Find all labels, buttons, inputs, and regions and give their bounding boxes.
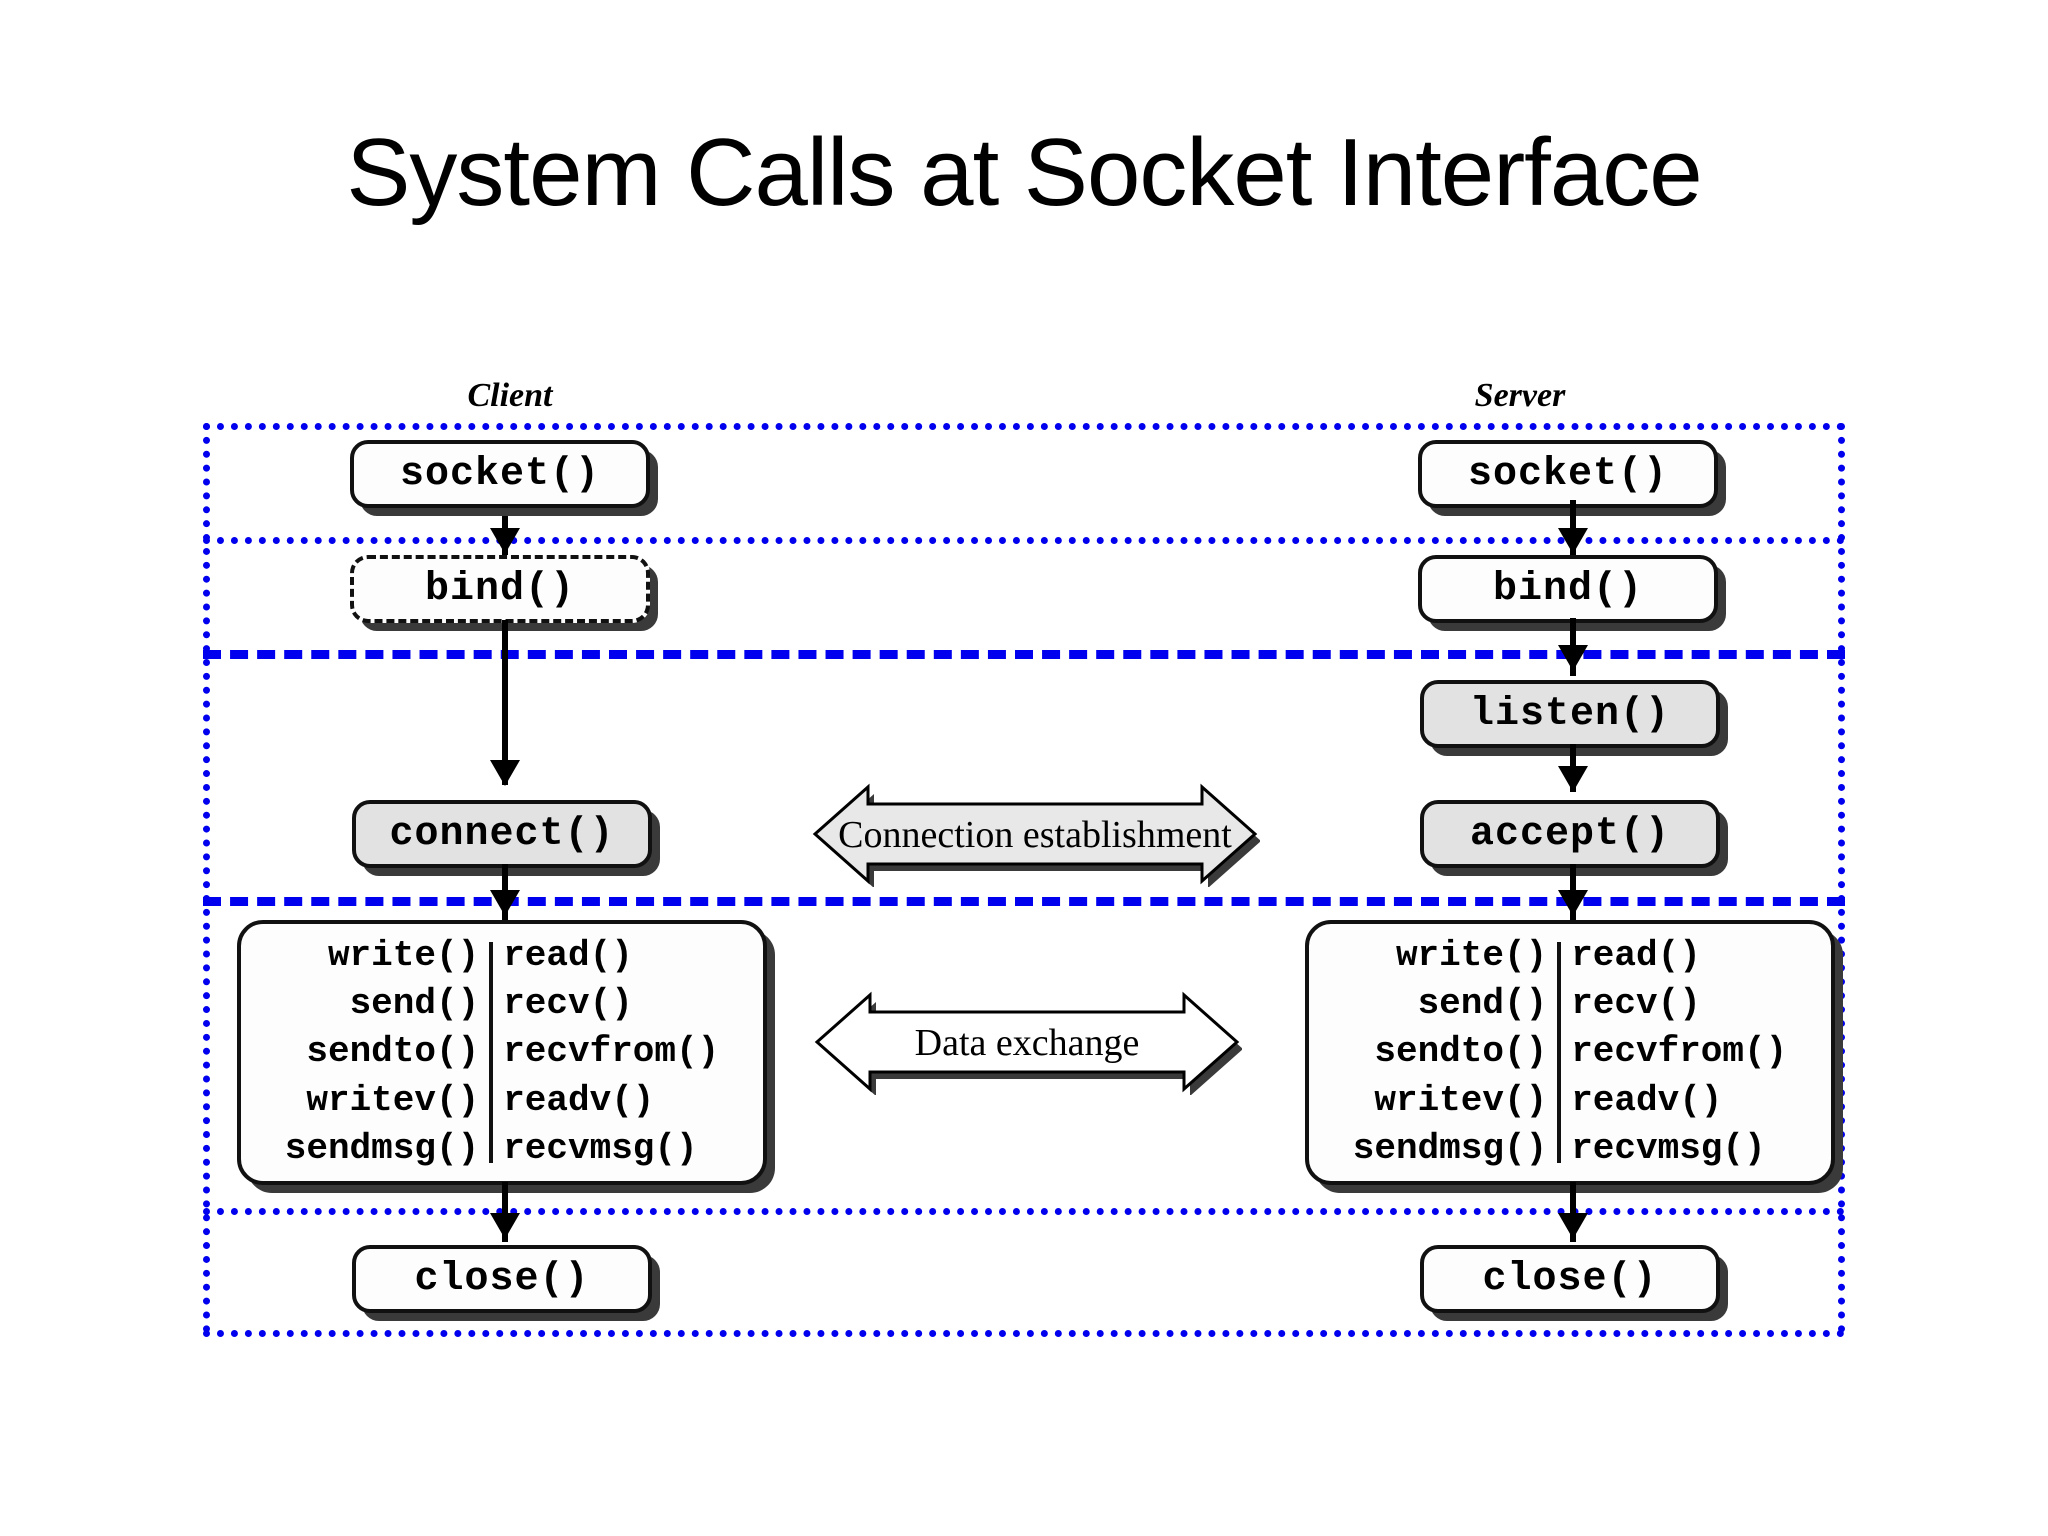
server-node-bind-label: bind() [1492,566,1644,612]
client-call-sendmsg: sendmsg() [284,1127,480,1169]
frame-divider-io-close [203,1208,1845,1215]
frame-divider-socket-bind [203,537,1845,544]
server-node-bind[interactable]: bind() [1418,555,1718,623]
client-call-send: send() [349,983,480,1025]
client-arrowhead-bind-to-connect [490,760,520,786]
column-header-server: Server [1474,377,1566,414]
server-io-calls-box[interactable]: write() send() sendto() writev() sendmsg… [1305,920,1835,1185]
frame-divider-bind-connect [203,650,1845,659]
client-call-sendto: sendto() [306,1031,480,1073]
server-arrowhead-listen-to-accept [1558,766,1588,792]
client-node-bind[interactable]: bind() [350,555,650,623]
client-call-readv: readv() [503,1079,655,1121]
client-node-socket[interactable]: socket() [350,440,650,508]
client-node-connect[interactable]: connect() [352,800,652,868]
server-call-recv: recv() [1571,983,1701,1025]
server-call-recvmsg: recvmsg() [1571,1127,1766,1169]
server-call-recvfrom: recvfrom() [1571,1031,1788,1073]
server-call-send: send() [1417,983,1548,1025]
frame-divider-bottom [203,1330,1845,1337]
server-node-accept[interactable]: accept() [1420,800,1720,868]
server-node-listen-label: listen() [1469,691,1671,737]
client-arrow-bind-to-connect [502,620,508,785]
server-call-sendmsg: sendmsg() [1352,1127,1548,1169]
client-node-close-label: close() [414,1256,590,1302]
server-call-write: write() [1395,934,1548,976]
server-node-socket-label: socket() [1467,451,1669,497]
frame-divider-connect-io [203,897,1845,906]
server-node-listen[interactable]: listen() [1420,680,1720,748]
page-title: System Calls at Socket Interface [346,119,1702,226]
server-node-socket[interactable]: socket() [1418,440,1718,508]
client-node-close[interactable]: close() [352,1245,652,1313]
server-call-readv: readv() [1571,1079,1723,1121]
client-call-recv: recv() [503,983,633,1025]
client-call-writev: writev() [306,1079,480,1121]
client-call-recvfrom: recvfrom() [503,1031,720,1073]
server-recv-calls-column: read() recv() recvfrom() readv() recvmsg… [1561,932,1797,1173]
client-call-recvmsg: recvmsg() [503,1127,698,1169]
client-arrowhead-io-to-close [490,1213,520,1239]
client-node-bind-label: bind() [424,566,576,612]
server-call-sendto: sendto() [1374,1031,1548,1073]
server-node-close-label: close() [1482,1256,1658,1302]
server-arrowhead-socket-to-bind [1558,528,1588,554]
client-recv-calls-column: read() recv() recvfrom() readv() recvmsg… [493,932,729,1173]
client-arrow-io-to-close [502,1182,508,1242]
client-call-write: write() [327,934,480,976]
frame-right-border [1838,423,1845,1333]
client-send-calls-column: write() send() sendto() writev() sendmsg… [275,932,489,1173]
client-arrowhead-socket-to-bind [490,528,520,554]
server-arrow-io-to-close [1570,1182,1576,1242]
frame-left-border [203,423,210,1333]
frame-divider-top [203,423,1845,430]
server-arrowhead-io-to-close [1558,1213,1588,1239]
column-header-client: Client [467,377,553,414]
server-io-column-divider [1557,942,1562,1163]
client-io-column-divider [489,942,494,1163]
client-node-socket-label: socket() [399,451,601,497]
server-node-accept-label: accept() [1469,811,1671,857]
server-node-close[interactable]: close() [1420,1245,1720,1313]
server-send-calls-column: write() send() sendto() writev() sendmsg… [1343,932,1557,1173]
data-exchange-arrow: Data exchange [812,990,1242,1095]
client-call-read: read() [503,934,633,976]
server-call-read: read() [1571,934,1701,976]
connection-establishment-arrow: Connection establishment [810,782,1260,887]
server-arrowhead-accept-to-io [1558,890,1588,916]
server-arrowhead-bind-to-listen [1558,645,1588,671]
client-arrowhead-connect-to-io [490,890,520,916]
client-node-connect-label: connect() [389,811,615,857]
client-io-calls-box[interactable]: write() send() sendto() writev() sendmsg… [237,920,767,1185]
server-call-writev: writev() [1374,1079,1548,1121]
